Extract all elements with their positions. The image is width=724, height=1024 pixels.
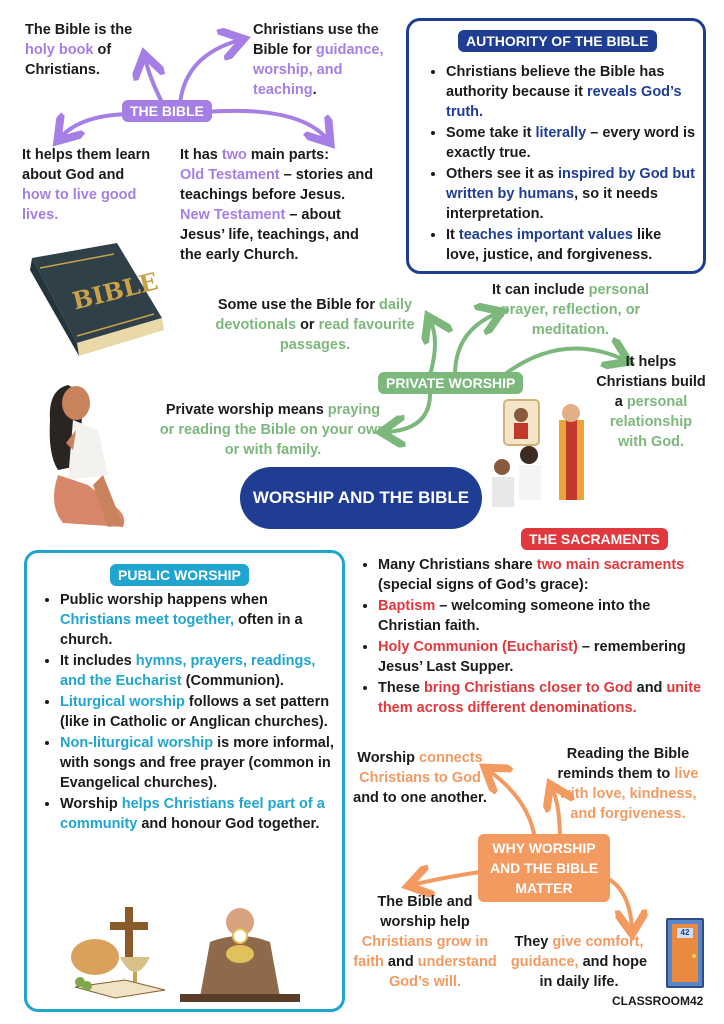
private-prayer-text: It can include personal prayer, reflecti… [491, 282, 650, 338]
why-connects-text: Worship connects Christians to God and t… [353, 750, 487, 806]
authority-item: Some take it literally – every word is e… [446, 123, 696, 163]
authority-list: Christians believe the Bible has authori… [424, 62, 696, 266]
public-item: Liturgical worship follows a set pattern… [60, 692, 336, 732]
bible-book-image: BIBLE [30, 243, 164, 356]
public-worship-box [24, 550, 345, 1012]
door-number: 42 [677, 928, 693, 938]
authority-item: Christians believe the Bible has authori… [446, 62, 696, 122]
why-grow-text: The Bible and worship help Christians gr… [353, 894, 497, 990]
public-item: Public worship happens when Christians m… [60, 590, 336, 650]
priest-image [180, 908, 300, 1002]
bible-hub-label: THE BIBLE [122, 100, 212, 122]
authority-item: Others see it as inspired by God but wri… [446, 164, 696, 224]
public-worship-list: Public worship happens when Christians m… [38, 590, 336, 835]
sacrament-item: These bring Christians closer to God and… [378, 678, 706, 718]
sacrament-item: Holy Communion (Eucharist) – remembering… [378, 637, 706, 677]
public-worship-title: PUBLIC WORSHIP [110, 564, 249, 586]
private-hub-label: PRIVATE WORSHIP [378, 372, 524, 394]
private-means-text: Private worship means praying or reading… [159, 402, 387, 458]
public-item: It includes hymns, prayers, readings, an… [60, 651, 336, 691]
authority-title: AUTHORITY OF THE BIBLE [458, 30, 657, 52]
private-devotionals-text: Some use the Bible for daily devotionals… [215, 297, 415, 353]
praying-woman-image [49, 385, 125, 527]
bible-holy-book-text: The Bible is the holy book of Christians… [25, 22, 133, 78]
central-title: WORSHIP AND THE BIBLE [240, 467, 482, 529]
bible-uses-text: Christians use the Bible for guidance, w… [253, 22, 384, 98]
classroom-door-icon: 42 [666, 918, 704, 988]
brand-label: CLASSROOM42 [612, 994, 704, 1008]
church-scene-image [492, 399, 584, 507]
why-comfort-text: They give comfort, guidance, and hope in… [510, 934, 648, 990]
authority-item: It teaches important values like love, j… [446, 225, 696, 265]
bible-parts-text: It has two main parts: Old Testament – s… [180, 147, 374, 263]
why-reminds-text: Reading the Bible reminds them to live w… [557, 746, 699, 822]
communion-items-image [71, 907, 166, 999]
private-relationship-text: It helps Christians build a personal rel… [596, 354, 706, 450]
why-hub-label: WHY WORSHIP AND THE BIBLE MATTER [478, 834, 610, 902]
sacraments-title: THE SACRAMENTS [521, 528, 668, 550]
sacrament-item: Baptism – welcoming someone into the Chr… [378, 596, 706, 636]
public-item: Non-liturgical worship is more informal,… [60, 733, 336, 793]
bible-helps-text: It helps them learn about God and how to… [22, 147, 151, 223]
authority-box [406, 18, 706, 274]
sacrament-item: Many Christians share two main sacrament… [378, 555, 706, 595]
sacraments-list: Many Christians share two main sacrament… [356, 555, 706, 719]
public-item: Worship helps Christians feel part of a … [60, 794, 336, 834]
